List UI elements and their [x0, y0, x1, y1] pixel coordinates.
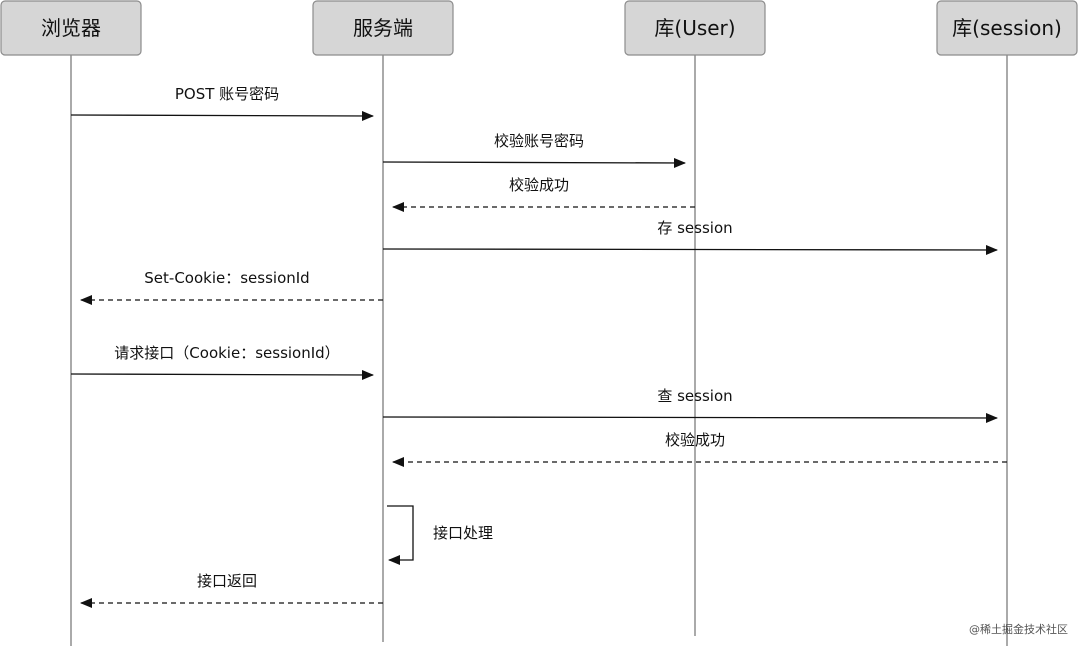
message-9: 接口处理 — [387, 505, 493, 565]
message-label: 校验成功 — [509, 176, 569, 194]
message-2: 校验账号密码 — [382, 132, 686, 168]
actor-box-db-user — [624, 0, 766, 56]
actor-box-server — [312, 0, 454, 56]
message-label: 存 session — [657, 219, 732, 237]
message-6: 请求接口（Cookie：sessionId） — [70, 344, 374, 380]
message-label: Set-Cookie：sessionId — [144, 269, 309, 287]
actor-label-server: 服务端 — [353, 16, 413, 40]
message-1: POST 账号密码 — [70, 85, 374, 121]
message-8: 校验成功 — [392, 431, 1007, 467]
message-label: 接口返回 — [197, 572, 257, 590]
lifelines — [70, 55, 1008, 646]
message-label: POST 账号密码 — [175, 85, 279, 103]
message-label: 请求接口（Cookie：sessionId） — [114, 344, 339, 362]
message-label: 校验账号密码 — [494, 132, 584, 150]
message-arrow — [70, 369, 374, 380]
message-5: Set-Cookie：sessionId — [80, 269, 383, 305]
actor-label-browser: 浏览器 — [41, 16, 101, 40]
self-call-arrow — [387, 505, 414, 565]
message-3: 校验成功 — [392, 176, 695, 212]
message-10: 接口返回 — [80, 572, 383, 608]
actor-box-db-session — [936, 0, 1078, 56]
message-label: 接口处理 — [433, 524, 493, 542]
message-arrow — [382, 157, 686, 168]
message-arrow — [70, 110, 374, 121]
message-label: 校验成功 — [665, 431, 725, 449]
message-arrow — [382, 412, 998, 423]
watermark: @稀土掘金技术社区 — [969, 623, 1068, 636]
message-arrow — [382, 244, 998, 255]
actor-label-db-user: 库(User) — [654, 16, 735, 40]
actors: 浏览器 服务端 库(User) 库(session) — [0, 0, 1078, 56]
actor-box-browser — [0, 0, 142, 56]
message-4: 存 session — [382, 219, 998, 255]
message-7: 查 session — [382, 387, 998, 423]
message-label: 查 session — [657, 387, 732, 405]
actor-label-db-session: 库(session) — [952, 16, 1062, 40]
